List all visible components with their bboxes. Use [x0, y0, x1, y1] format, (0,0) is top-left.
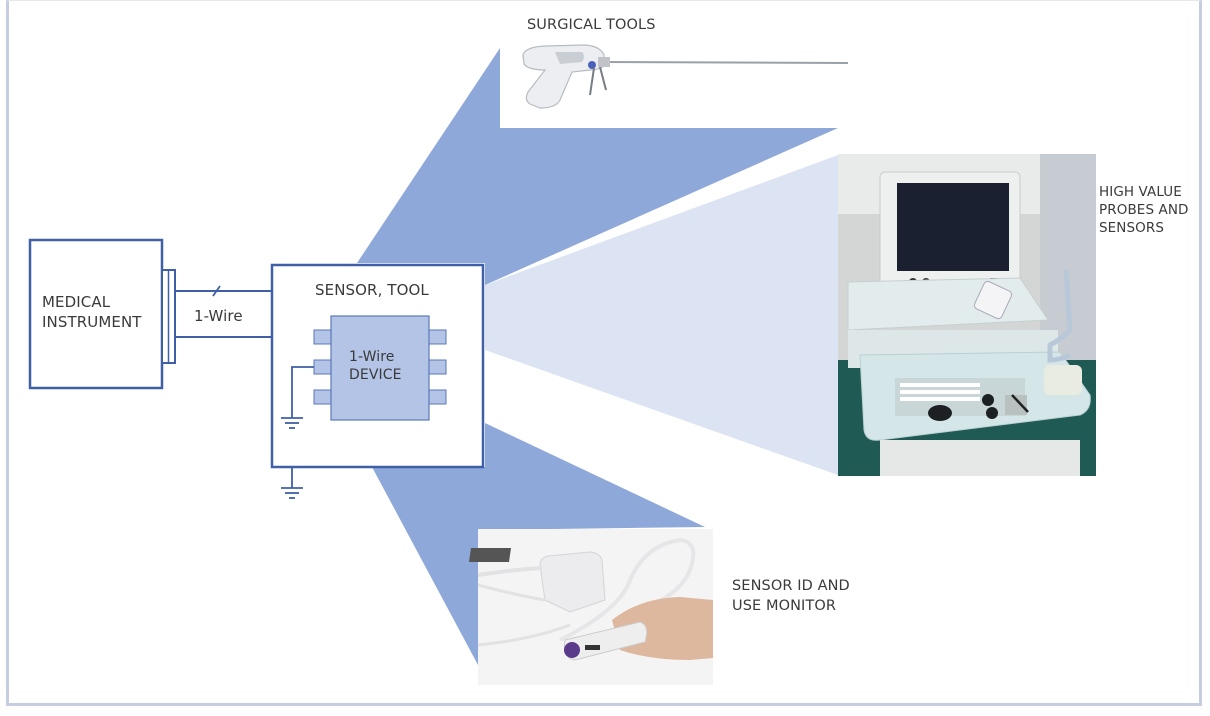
chip-pins-right [428, 329, 447, 405]
pin-left-2 [313, 359, 332, 375]
wedge-surgical-tools [357, 48, 838, 285]
ground-symbol-icon [281, 487, 303, 499]
wedge-monitor [372, 423, 705, 665]
monitor-label-line2: USE MONITOR [732, 598, 837, 614]
surgical-tool-image [522, 44, 849, 109]
pin-left-1 [313, 329, 332, 345]
medical-instrument-label: MEDICAL INSTRUMENT [42, 292, 142, 332]
figure-frame [6, 0, 1202, 706]
medical-instrument-box [28, 238, 164, 390]
device-label-line1: 1-Wire [349, 349, 395, 365]
probes-label-line3: SENSORS [1099, 220, 1165, 236]
surgical-tools-label: SURGICAL TOOLS [527, 17, 656, 33]
wedge-probes [485, 155, 838, 475]
bus-label: 1-Wire [194, 307, 243, 325]
probes-label-line2: PROBES AND [1099, 202, 1189, 218]
ultrasound-machine-image [838, 154, 1096, 476]
bus-slash-icon [212, 285, 221, 297]
medical-instrument-label-line2: INSTRUMENT [42, 313, 142, 331]
pin-right-2 [428, 359, 447, 375]
pin-left-3 [313, 389, 332, 405]
chip-pins-left [313, 329, 332, 405]
pulse-oximeter-image [469, 529, 713, 685]
pin-right-1 [428, 329, 447, 345]
pin-right-3 [428, 389, 447, 405]
probes-label: HIGH VALUE PROBES AND SENSORS [1099, 183, 1189, 237]
ground-symbol-icon [281, 417, 303, 429]
one-wire-device-chip [330, 315, 430, 421]
device-label: 1-Wire DEVICE [349, 348, 402, 384]
device-label-line2: DEVICE [349, 367, 402, 383]
monitor-label-line1: SENSOR ID AND [732, 578, 850, 594]
ground-wire-pin [291, 366, 314, 418]
monitor-label: SENSOR ID AND USE MONITOR [732, 576, 850, 616]
probes-label-line1: HIGH VALUE [1099, 184, 1182, 200]
sensor-tool-label: SENSOR, TOOL [315, 281, 429, 299]
medical-instrument-label-line1: MEDICAL [42, 293, 111, 311]
